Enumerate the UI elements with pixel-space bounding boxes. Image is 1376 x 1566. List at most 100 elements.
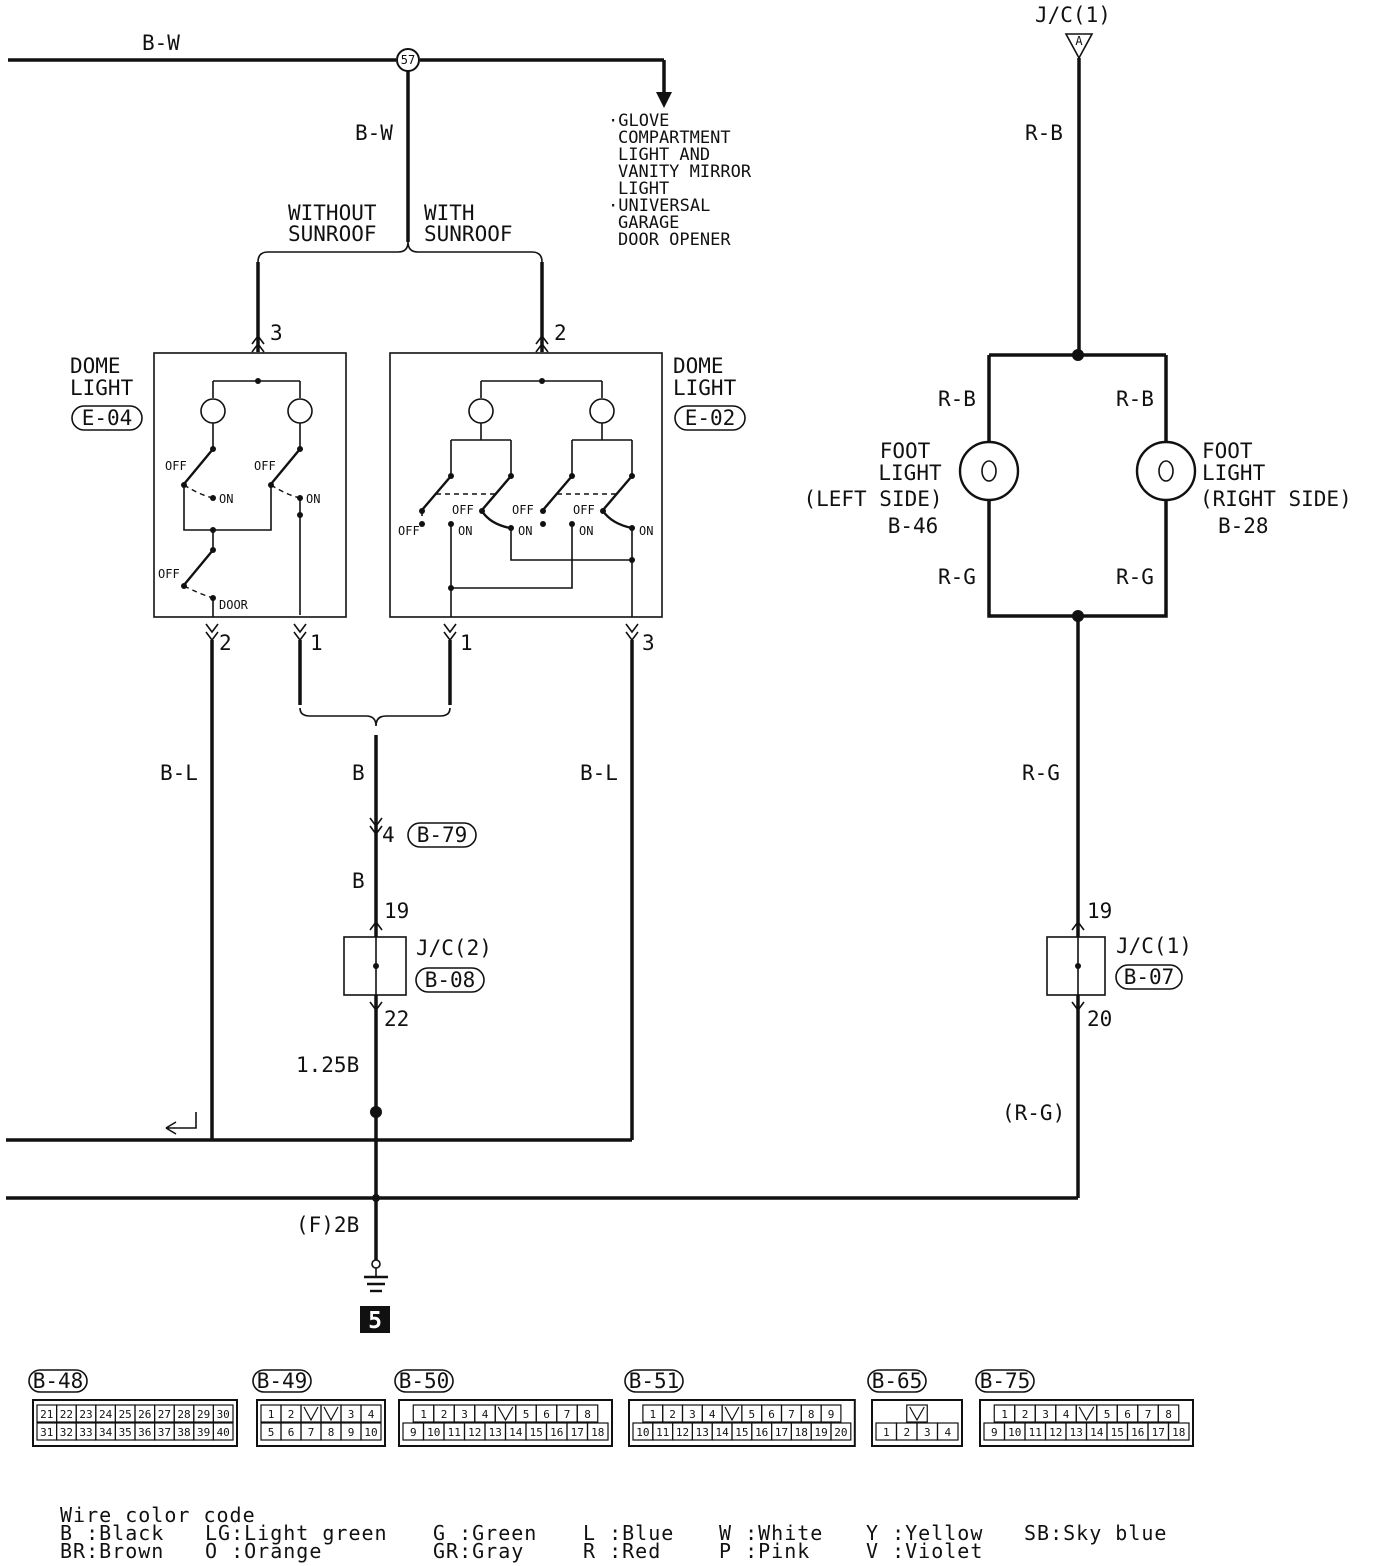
pin-number: 15: [530, 1426, 543, 1439]
pin-number: 7: [564, 1408, 571, 1421]
jc1-top-symbol: A: [1075, 34, 1083, 48]
pin-number: 3: [461, 1408, 468, 1421]
dome-light-e04: DOME LIGHT E-04 3 OFF ON OFF ON: [70, 262, 347, 655]
pin-number: 8: [328, 1426, 335, 1439]
switch-label: OFF: [158, 567, 180, 581]
pin-number: 6: [288, 1426, 295, 1439]
jc2-label: J/C(2): [416, 936, 492, 960]
note-line: ·UNIVERSAL: [608, 196, 710, 216]
with-sunroof-label: WITH: [424, 201, 475, 225]
connector-id: B-65: [872, 1369, 923, 1393]
foot-right-label: B-28: [1218, 514, 1269, 538]
foot-lamp-icon: [1135, 440, 1197, 502]
pin-number: 9: [348, 1426, 355, 1439]
wire-label-b: B: [352, 869, 365, 893]
pin-number: 30: [217, 1408, 230, 1421]
pin-label: 19: [1087, 899, 1112, 923]
pin-label: 1: [310, 631, 323, 655]
pin-number: 17: [1152, 1426, 1165, 1439]
note-line: VANITY MIRROR: [618, 162, 752, 182]
legend-entry: W :White: [719, 1521, 823, 1545]
pin-number: 4: [1063, 1408, 1070, 1421]
note-line: LIGHT AND: [618, 145, 710, 165]
pin-number: 6: [1124, 1408, 1131, 1421]
pin-number: 4: [368, 1408, 375, 1421]
wire-label-bl: B-L: [580, 761, 618, 785]
pin-number: 26: [138, 1408, 151, 1421]
connector-e02: E-02: [685, 406, 736, 430]
pin-cell: [1167, 1422, 1190, 1441]
pin-number: 39: [197, 1426, 210, 1439]
pin-number: 2: [441, 1408, 448, 1421]
pin-number: 12: [1049, 1426, 1062, 1439]
glove-note: ·GLOVE COMPARTMENT LIGHT AND VANITY MIRR…: [608, 111, 752, 250]
ground-icon: [364, 1268, 388, 1293]
foot-right-label: LIGHT: [1202, 461, 1266, 485]
pin-number: 9: [410, 1426, 417, 1439]
wire-label-125b: 1.25B: [296, 1053, 359, 1077]
pin-number: 5: [748, 1408, 755, 1421]
wire-label-f2b: (F)2B: [296, 1213, 359, 1237]
switch-label: ON: [639, 524, 653, 538]
bulb-icon: [589, 398, 615, 424]
foot-left-label: LIGHT: [878, 461, 942, 485]
pin-cell: [360, 1422, 382, 1441]
switch-label: OFF: [573, 503, 595, 517]
bulb-icon: [200, 398, 226, 424]
without-sunroof-label: WITHOUT: [288, 201, 377, 225]
pin-number: 7: [1145, 1408, 1152, 1421]
pin-number: 21: [40, 1408, 53, 1421]
legend-entry: P :Pink: [719, 1539, 810, 1563]
without-sunroof-label: SUNROOF: [288, 222, 377, 246]
connector-id: B-48: [33, 1369, 84, 1393]
pin-number: 8: [1165, 1408, 1172, 1421]
pin-number: 17: [571, 1426, 584, 1439]
pin-number: 13: [489, 1426, 502, 1439]
pin-number: 13: [1070, 1426, 1083, 1439]
wire-label-rb: R-B: [1116, 387, 1154, 411]
pin-label: 20: [1087, 1007, 1112, 1031]
pin-number: 18: [591, 1426, 604, 1439]
switch-label: OFF: [398, 524, 420, 538]
switch-label: OFF: [452, 503, 474, 517]
pin-number: 11: [448, 1426, 461, 1439]
switch-label: OFF: [165, 459, 187, 473]
switch-label: ON: [306, 492, 320, 506]
pin-number: 16: [1131, 1426, 1144, 1439]
pin-number: 15: [735, 1426, 748, 1439]
pin-number: 16: [755, 1426, 768, 1439]
pin-number: 16: [550, 1426, 563, 1439]
pin-number: 31: [40, 1426, 53, 1439]
note-line: COMPARTMENT: [618, 128, 731, 148]
pin-cell: [360, 1404, 382, 1423]
dome-title: DOME: [673, 354, 724, 378]
pin-number: 2: [1022, 1408, 1029, 1421]
triangle-icon: [1064, 33, 1094, 60]
pin-label: 19: [384, 899, 409, 923]
legend-entry: BR:Brown: [60, 1539, 164, 1563]
pin-cell: [830, 1422, 852, 1441]
pin-number: 19: [814, 1426, 827, 1439]
bulb-icon: [287, 398, 313, 424]
arrow-down-icon: [656, 92, 672, 108]
pin-number: 3: [348, 1408, 355, 1421]
connector-id: B-75: [980, 1369, 1031, 1393]
jc1-box: [1046, 936, 1106, 996]
pin-number: 4: [944, 1426, 951, 1439]
pin-number: 6: [543, 1408, 550, 1421]
pin-number: 25: [119, 1408, 132, 1421]
connector-id: B-49: [257, 1369, 308, 1393]
connector-b08: B-08: [425, 968, 476, 992]
switch-label: OFF: [254, 459, 276, 473]
foot-right-label: (RIGHT SIDE): [1200, 487, 1352, 511]
pin-number: 36: [138, 1426, 151, 1439]
switch-label: ON: [219, 492, 233, 506]
pin-label: 22: [384, 1007, 409, 1031]
pin-number: 32: [60, 1426, 73, 1439]
pin-number: 34: [99, 1426, 113, 1439]
